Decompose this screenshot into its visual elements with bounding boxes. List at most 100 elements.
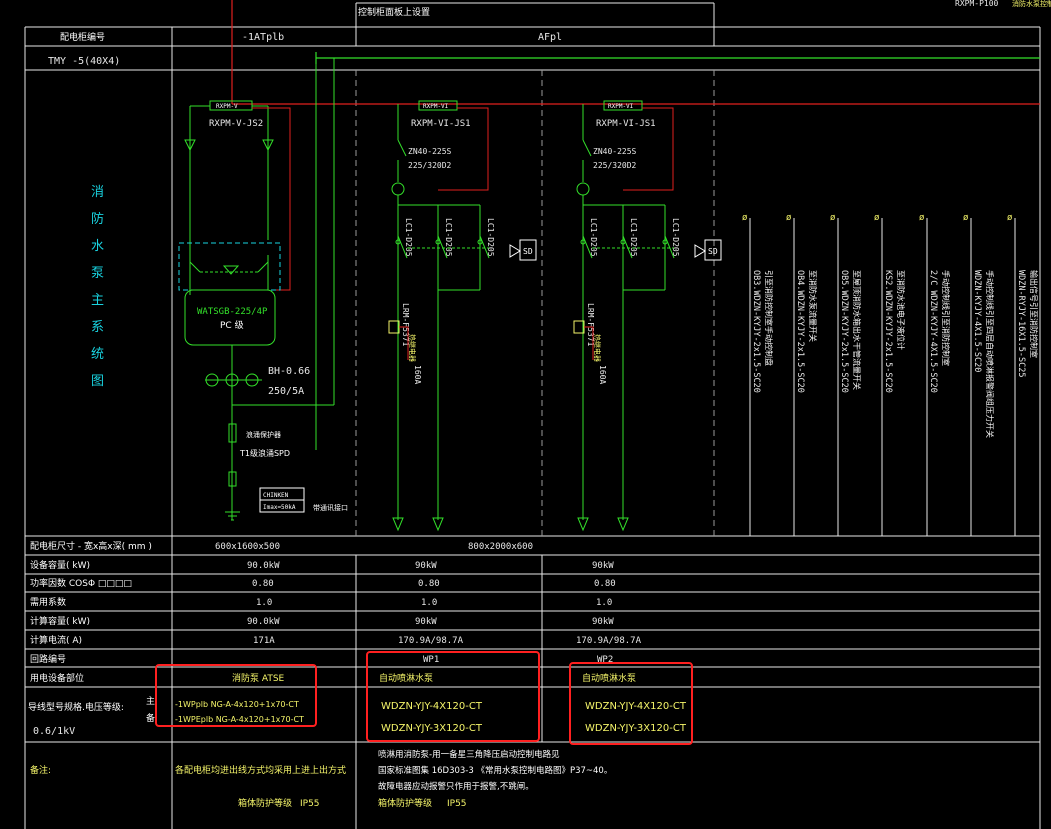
col1-box1: CHINKEN: [263, 492, 289, 499]
current-label: 160A: [598, 365, 607, 384]
highlight-box-1: [155, 664, 317, 727]
calc-cap-2: 90kW: [415, 617, 437, 627]
column-1-circuit: [178, 100, 334, 521]
col1-unit-box: 带通讯接口: [313, 503, 348, 512]
terminal-mark: ø: [963, 213, 969, 223]
col1-module: RXPM-V: [216, 103, 238, 110]
control-line-target: 至消防水泵流量开关: [808, 270, 818, 342]
bus-label: TMY -5(40X4): [48, 56, 120, 67]
relay-tag: 热继电器: [408, 334, 417, 362]
header-corner-2: 消防水泵控制柜: [1012, 0, 1051, 8]
contactor-label: LC1-D205: [671, 218, 680, 257]
highlight-box-2: [366, 651, 540, 742]
loop-3: WP2: [597, 655, 613, 665]
pf-3: 0.80: [594, 579, 616, 589]
system-title-char: 消: [91, 185, 104, 200]
control-line-cable: WDZN-KYJY-4X1.5-SC20: [972, 270, 982, 372]
contactor-label: LC1-D205: [444, 218, 453, 257]
panel-no-label: 配电柜编号: [60, 31, 105, 43]
use-label: 用电设备部位: [30, 672, 84, 684]
note-label: 备注:: [30, 764, 51, 776]
breaker-rating: 225/320D2: [408, 161, 452, 170]
calc-cur-1: 171A: [253, 636, 275, 646]
capacity-1: 90.0kW: [247, 561, 280, 571]
cable-1b: -1WPEplb NG-A-4x120+1x70-CT: [175, 715, 304, 724]
control-line-cable: OB3.WDZN-KYJY-2x1.5-SC20: [751, 270, 761, 393]
col1-ct: BH-0.66: [268, 366, 310, 377]
terminal-mark: ø: [919, 213, 925, 223]
relay-label: LRM-F5371: [586, 303, 595, 347]
col1-ats: WATSGB-225/4P: [197, 307, 268, 317]
terminal-mark: ø: [874, 213, 880, 223]
col1-ats-class: PC 级: [220, 319, 244, 331]
terminal-mark: ø: [786, 213, 792, 223]
bus-bars: [231, 0, 1040, 450]
control-line-cable: 2/C WDZN-KYJY-4X1.5-SC20: [928, 270, 938, 393]
module-label: RXPM-VI: [423, 103, 449, 110]
note-2b: 国家标准图集 16D303-3 《常用水泵控制电路图》P37~40。: [378, 765, 612, 776]
use-1: 消防泵 ATSE: [232, 672, 285, 684]
contactor-label: LC1-D205: [629, 218, 638, 257]
table-grid: [24, 2, 1041, 829]
system-title-char: 防: [91, 211, 104, 227]
contactor-label: LC1-D205: [486, 218, 495, 257]
panel-2: AFpl: [538, 32, 562, 43]
cable-3a: WDZN-YJY-4X120-CT: [585, 701, 687, 712]
size-1: 600x1600x500: [215, 542, 280, 552]
col1-box2: Imax=50kA: [263, 504, 296, 511]
relay-tag: 热继电器: [593, 334, 602, 362]
sd-label: SD: [708, 247, 718, 256]
calc-cap-label: 计算容量( kW): [30, 615, 90, 627]
calc-cur-2: 170.9A/98.7A: [398, 636, 464, 646]
demand-label: 需用系数: [30, 596, 66, 608]
system-title-char: 水: [91, 239, 104, 254]
contactor-label: LC1-D205: [589, 218, 598, 257]
header-corner: RXPM-P100: [955, 0, 999, 8]
loop-label: 回路编号: [30, 653, 66, 665]
module-id: RXPM-VI-JS1: [596, 119, 656, 129]
control-line-target: 输出信号引至消防控制室: [1029, 270, 1039, 358]
control-line-target: 至屋顶消防水箱出水干管流量开关: [852, 270, 862, 390]
col1-spd: T1级浪涌SPD: [239, 448, 290, 458]
terminal-mark: ø: [742, 213, 748, 223]
capacity-3: 90kW: [592, 561, 614, 571]
column-3-circuit: RXPM-VIRXPM-VI-JS1ZN40-225S225/320D2LC1-…: [573, 100, 722, 532]
pf-2: 0.80: [418, 579, 440, 589]
column-dividers: [355, 70, 715, 536]
loop-2: WP1: [423, 655, 439, 665]
breaker-label: ZN40-225S: [408, 147, 452, 156]
control-line-target: 引至消防控制室手动控制盘: [764, 270, 774, 366]
control-line-cable: WDZN-RYJY-16X1.5-SC25: [1016, 270, 1026, 377]
system-title-char: 系: [91, 320, 104, 335]
size-label: 配电柜尺寸 - 宽x高x深( mm ): [30, 540, 152, 552]
protect-1: IP55: [300, 799, 320, 809]
demand-3: 1.0: [596, 598, 612, 608]
protect-label-1: 箱体防护等级: [238, 797, 292, 809]
voltage: 0.6/1kV: [33, 726, 75, 737]
module-label: RXPM-VI: [608, 103, 634, 110]
contactor-label: LC1-D205: [404, 218, 413, 257]
size-2: 800x2000x600: [468, 542, 533, 552]
note-2c: 故障电器应动报警只作用于报警,不跳闸。: [378, 781, 534, 792]
calc-cur-3: 170.9A/98.7A: [576, 636, 642, 646]
use-3: 自动喷淋水泵: [582, 672, 636, 684]
sd-label: SD: [523, 247, 533, 256]
pf-1: 0.80: [252, 579, 274, 589]
cable-3b: WDZN-YJY-3X120-CT: [585, 723, 687, 734]
terminal-mark: ø: [830, 213, 836, 223]
control-line-cable: OB5.WDZN-KYJY-2x1.5-SC20: [839, 270, 849, 393]
demand-2: 1.0: [421, 598, 437, 608]
use-2: 自动喷淋水泵: [379, 672, 433, 684]
cable-label: 导线型号规格.电压等级:: [28, 701, 124, 713]
capacity-2: 90kW: [415, 561, 437, 571]
cable-2b: WDZN-YJY-3X120-CT: [381, 723, 483, 734]
control-line-target: 至消防水池电子液位计: [896, 270, 906, 350]
column-2-circuit: RXPM-VIRXPM-VI-JS1ZN40-225S225/320D2LC1-…: [388, 100, 537, 532]
protect-label-2: 箱体防护等级: [378, 797, 432, 809]
calc-cap-3: 90kW: [592, 617, 614, 627]
breaker-label: ZN40-225S: [593, 147, 637, 156]
note-1: 各配电柜均进出线方式均采用上进上出方式: [175, 764, 346, 776]
system-title-char: 主: [91, 293, 104, 308]
